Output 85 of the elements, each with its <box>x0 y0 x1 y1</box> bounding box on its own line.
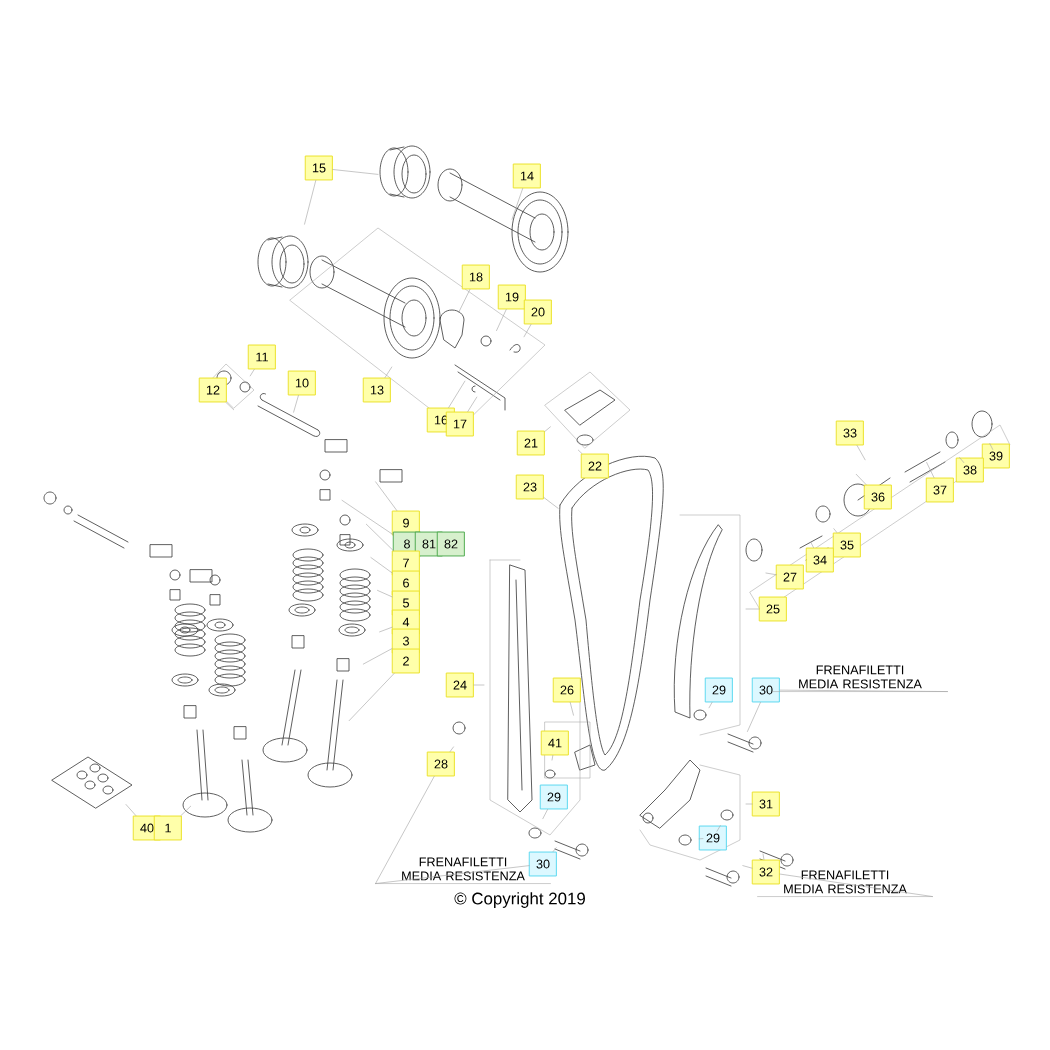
leader-line <box>810 542 814 548</box>
callout-number: 31 <box>752 791 780 817</box>
callout-number: 25 <box>759 596 787 622</box>
callout-number: 21 <box>517 430 545 456</box>
callout-number: 29 <box>705 677 733 703</box>
callout-number: 29 <box>540 784 568 810</box>
leader-line <box>543 497 559 509</box>
leader-line <box>449 746 454 752</box>
leader-line <box>384 366 393 378</box>
leader-line <box>716 825 721 832</box>
leader-line <box>578 449 583 454</box>
leader-line <box>249 369 255 377</box>
callout-number: 28 <box>427 751 455 777</box>
leader-line <box>747 702 761 732</box>
callout-number: 39 <box>982 443 1010 469</box>
leader-line <box>779 689 948 692</box>
leader-line <box>180 805 191 816</box>
leader-line <box>544 426 551 432</box>
callout-number: 1 <box>154 815 182 841</box>
callout-number: 14 <box>513 163 541 189</box>
leader-line <box>379 626 393 633</box>
leader-line <box>125 804 137 816</box>
leader-line <box>833 528 838 533</box>
leader-line <box>511 188 523 220</box>
callout-number: 23 <box>516 474 544 500</box>
callout-number: 27 <box>776 564 804 590</box>
callout-number: 11 <box>248 344 276 370</box>
leader-line <box>458 289 471 313</box>
callout-number: 19 <box>498 284 526 310</box>
leader-line <box>698 838 704 840</box>
callout-number: 18 <box>462 264 490 290</box>
callout-number: 38 <box>956 457 984 483</box>
leader-line <box>304 180 317 225</box>
copyright-text: © Copyright 2019 <box>454 892 585 908</box>
leader-line <box>542 809 548 820</box>
leader-line <box>467 396 478 412</box>
leader-line <box>370 557 393 574</box>
callout-number: 41 <box>541 730 569 756</box>
callout-number: 30 <box>752 677 780 703</box>
leader-line <box>496 309 507 331</box>
leader-line <box>762 853 765 860</box>
leader-line <box>926 462 935 478</box>
callout-number: 10 <box>288 370 316 396</box>
callout-number: 2 <box>392 648 420 674</box>
callout-number: 13 <box>363 377 391 403</box>
leader-line <box>765 572 777 576</box>
leader-line <box>341 500 394 535</box>
callout-number: 36 <box>864 484 892 510</box>
callout-number: 17 <box>446 411 474 437</box>
callout-number: 32 <box>752 859 780 885</box>
leader-line <box>708 702 713 709</box>
callout-number: 12 <box>199 377 227 403</box>
leader-line <box>551 755 554 761</box>
leader-line <box>225 402 234 411</box>
callout-number: 24 <box>446 672 474 698</box>
callout-number: 15 <box>305 155 333 181</box>
leader-line <box>448 380 466 408</box>
leader-line <box>856 445 866 461</box>
leader-line <box>293 395 299 413</box>
leader-line <box>375 481 398 511</box>
leader-line <box>742 865 753 869</box>
callout-number: 30 <box>529 851 557 877</box>
leader-line <box>332 169 379 175</box>
callout-number: 35 <box>833 532 861 558</box>
leader-line <box>779 873 933 897</box>
leader-line <box>552 847 557 852</box>
leader-line <box>348 673 395 722</box>
leader-line <box>375 776 435 884</box>
callout-number: 29 <box>699 825 727 851</box>
callout-number: 82 <box>437 531 465 557</box>
leader-line <box>989 443 994 450</box>
leader-line <box>377 590 393 598</box>
callout-number: 26 <box>553 677 581 703</box>
leader-line <box>855 474 867 485</box>
leader-line <box>375 865 530 884</box>
leader-line <box>523 324 532 338</box>
callout-number: 37 <box>926 477 954 503</box>
leader-line <box>959 457 965 463</box>
callout-number: 20 <box>524 299 552 325</box>
leader-line <box>363 648 393 665</box>
callout-number: 33 <box>836 420 864 446</box>
leader-line <box>569 702 574 716</box>
leader-line <box>366 523 394 551</box>
callout-number: 22 <box>581 453 609 479</box>
callout-number: 34 <box>806 547 834 573</box>
